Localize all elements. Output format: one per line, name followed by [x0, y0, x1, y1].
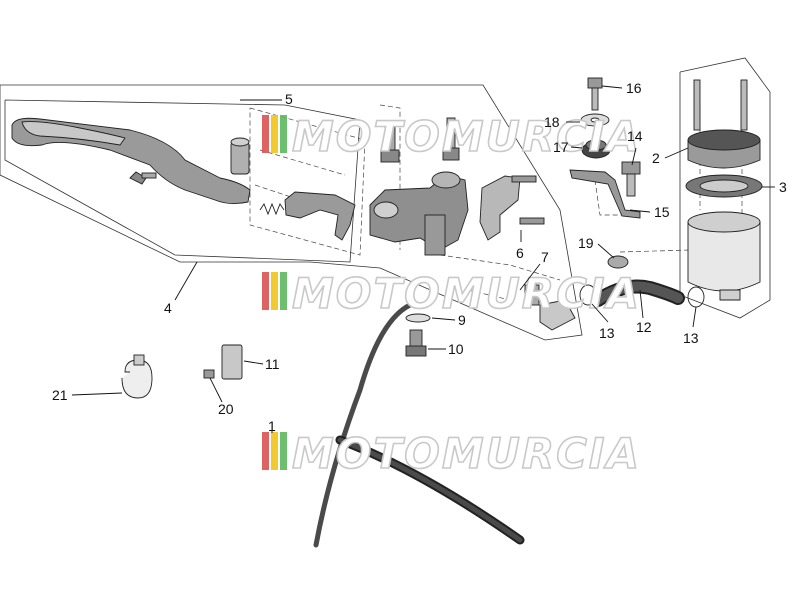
pivot-bolts: [380, 117, 460, 163]
callout-label: 9: [458, 312, 466, 328]
callout-label: 14: [627, 128, 643, 144]
brake-hose: [313, 302, 525, 548]
callout-label: 21: [52, 387, 68, 403]
callout-label: 20: [218, 401, 234, 417]
brake-lever: [11, 117, 251, 205]
reservoir-diaphragm: [685, 174, 763, 198]
reservoir-hose: [591, 279, 685, 307]
watermark-bar: [262, 432, 269, 470]
watermark-bar: [280, 432, 287, 470]
reservoir-cap-bolt: [587, 77, 603, 111]
callout-label: 12: [636, 319, 652, 335]
watermark-top: MOTOMURCIA: [262, 111, 641, 162]
hose-clip: [121, 354, 153, 399]
reservoir-washer: [580, 113, 610, 127]
watermark-bar: [271, 272, 278, 310]
watermark-middle: MOTOMURCIA: [262, 268, 641, 319]
master-cylinder-body: [369, 171, 469, 256]
lever-spring: [259, 202, 285, 216]
callout-label: 19: [578, 235, 594, 251]
watermark-bar: [271, 432, 278, 470]
callout-label: 1: [268, 418, 276, 434]
callout-label: 16: [626, 80, 642, 96]
watermark-text: MOTOMURCIA: [292, 269, 641, 318]
callout-label: 13: [599, 325, 615, 341]
leader-lines: [71, 85, 775, 433]
hose-guide-bracket: [221, 344, 243, 380]
callout-label: 18: [544, 114, 560, 130]
watermark-bar: [271, 115, 278, 153]
lever-pivot-bushing: [230, 137, 250, 175]
callout-label: 6: [516, 245, 524, 261]
hose-fitting: [524, 284, 576, 331]
callout-label: 4: [164, 300, 172, 316]
support-bolt: [621, 161, 641, 197]
callouts: 1 2 3 4 5 6 7 9 10 11 12 13 13 14 15 16 …: [52, 80, 787, 434]
small-screw: [129, 171, 157, 185]
watermark-text: MOTOMURCIA: [292, 112, 641, 161]
callout-label: 11: [265, 356, 280, 372]
adjuster-bracket: [284, 191, 356, 241]
watermark-bar: [262, 272, 269, 310]
callout-label: 17: [553, 139, 569, 155]
bracket-screw: [203, 369, 215, 379]
banjo-bolt: [405, 329, 427, 357]
banjo-washer: [405, 313, 431, 323]
watermark-bar: [280, 115, 287, 153]
callout-label: 3: [779, 179, 787, 195]
reservoir-lid: [687, 129, 761, 169]
callout-label: 13: [683, 330, 699, 346]
watermark-bar: [280, 272, 287, 310]
callout-label: 10: [448, 341, 464, 357]
reservoir-banjo: [607, 255, 629, 269]
callout-label: 2: [652, 150, 660, 166]
watermark-bar: [262, 115, 269, 153]
reservoir-screws: [693, 79, 748, 131]
rubber-grommet: [581, 139, 611, 159]
watermark-bottom: MOTOMURCIA: [262, 428, 641, 479]
callout-label: 7: [541, 249, 549, 265]
callout-label: 15: [654, 204, 670, 220]
watermark-text: MOTOMURCIA: [292, 429, 641, 478]
fluid-reservoir: [687, 211, 761, 301]
handlebar-clamp: [479, 175, 545, 241]
reservoir-bracket: [569, 169, 641, 219]
callout-label: 5: [285, 91, 293, 107]
